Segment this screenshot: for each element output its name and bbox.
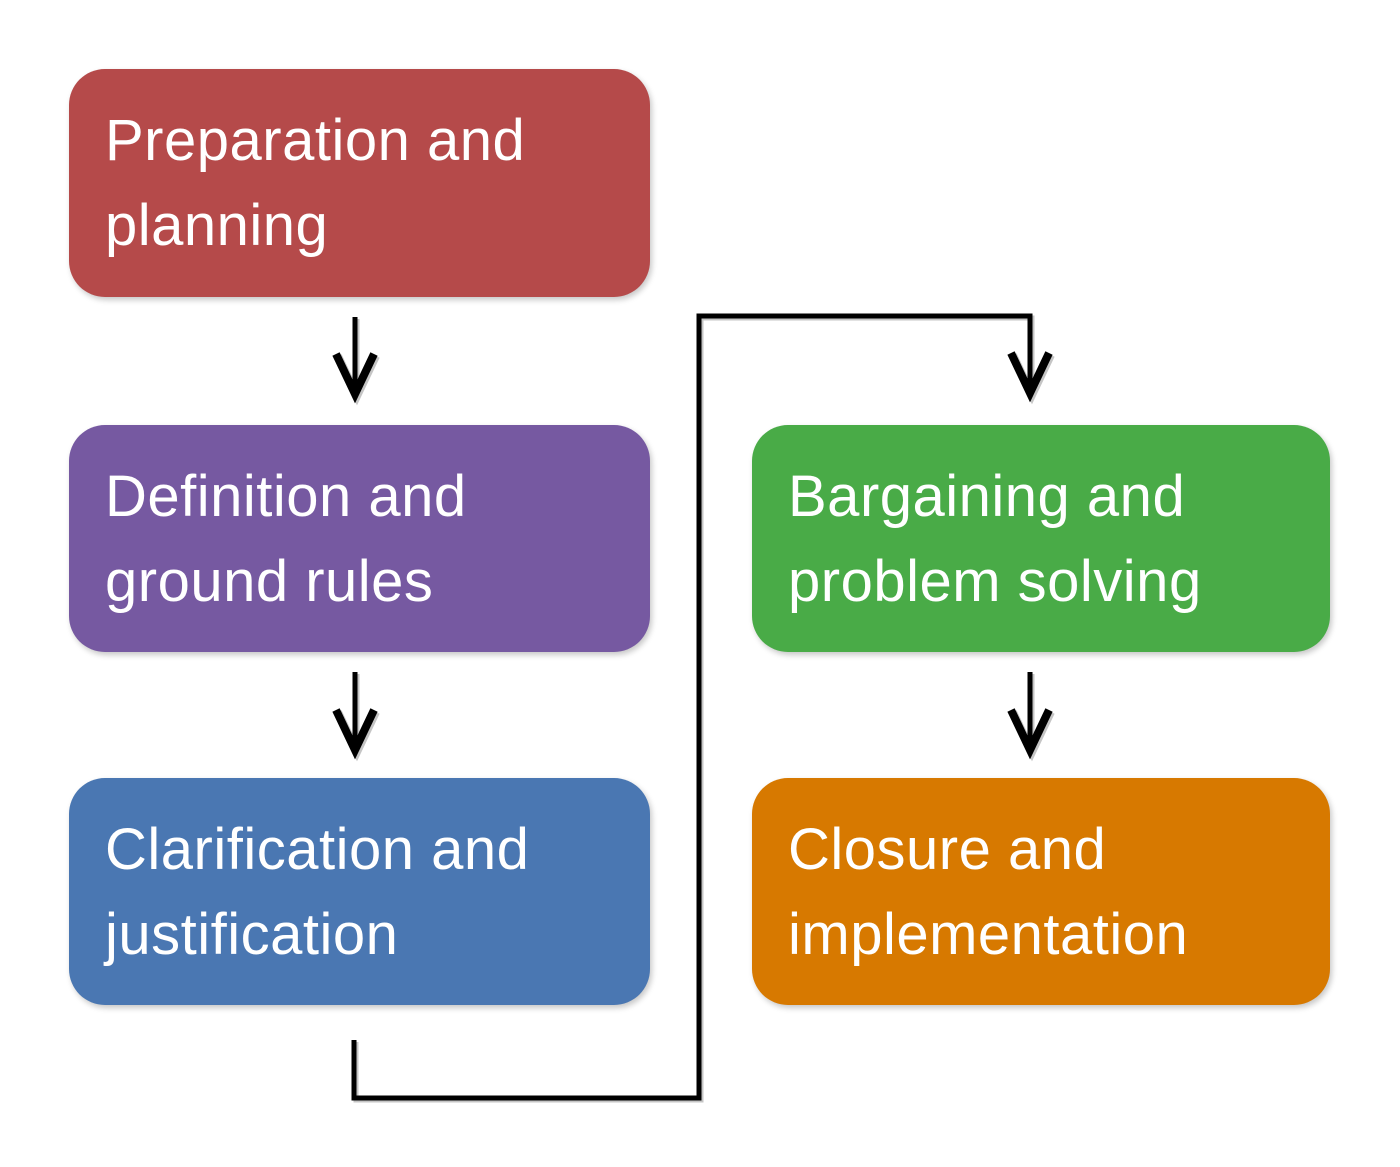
box-label-line: justification bbox=[105, 901, 399, 967]
arrow-preparation-to-definition bbox=[332, 317, 378, 404]
box-label-line: Preparation and bbox=[105, 108, 526, 173]
box-label-line: planning bbox=[105, 193, 329, 258]
box-label-line: Clarification and bbox=[105, 816, 530, 882]
box-bargaining-problem-solving: Bargaining and problem solving bbox=[752, 425, 1330, 652]
box-label-line: Bargaining and bbox=[788, 463, 1186, 529]
box-preparation-planning: Preparation and planning bbox=[69, 69, 650, 297]
arrow-definition-to-clarification bbox=[332, 672, 378, 760]
box-label-line: ground rules bbox=[105, 548, 434, 614]
arrow-bargaining-to-closure bbox=[1007, 672, 1053, 760]
box-label-line: implementation bbox=[788, 901, 1189, 967]
box-label-line: Definition and bbox=[105, 463, 467, 529]
box-definition-ground-rules: Definition and ground rules bbox=[69, 425, 650, 652]
box-label-line: Closure and bbox=[788, 816, 1107, 882]
box-closure-implementation: Closure and implementation bbox=[752, 778, 1330, 1005]
box-label-line: problem solving bbox=[788, 548, 1202, 614]
box-clarification-justification: Clarification and justification bbox=[69, 778, 650, 1005]
connector-clarification-to-bargaining bbox=[351, 313, 1053, 1101]
